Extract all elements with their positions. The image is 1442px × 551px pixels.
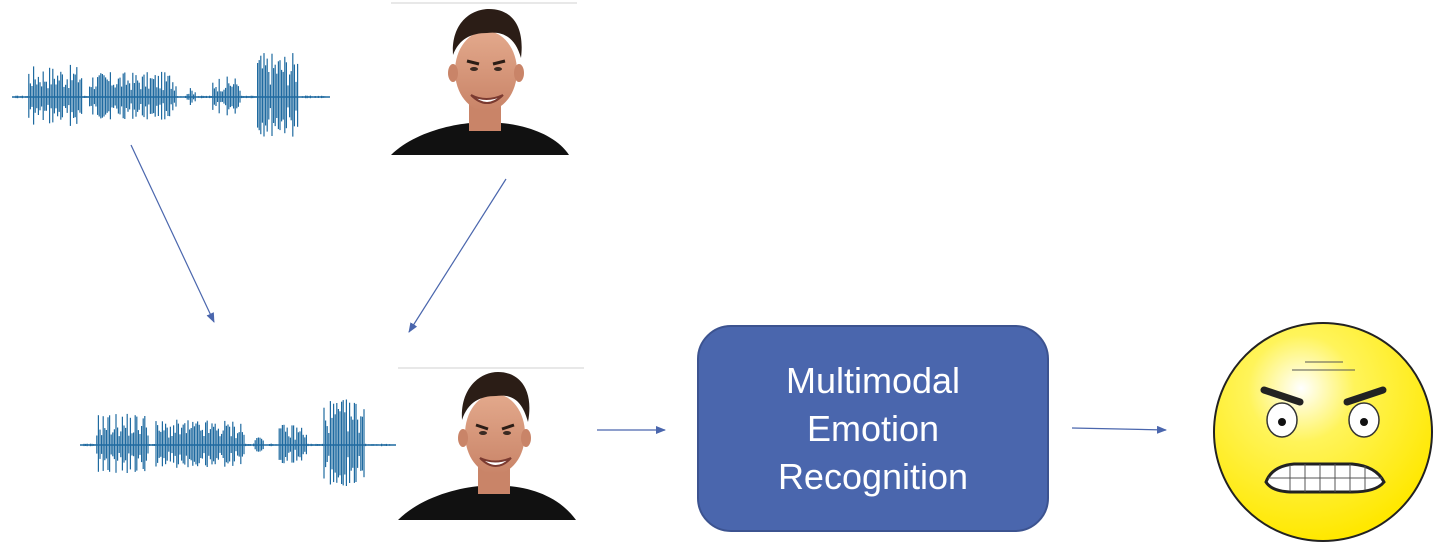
audio-waveform-bottom [80, 399, 396, 486]
multimodal-emotion-recognition-box: Multimodal Emotion Recognition [697, 325, 1049, 532]
model-label-line-3: Recognition [777, 455, 969, 497]
face-video-frame-top [391, 2, 577, 155]
angry-emoji-icon [1213, 322, 1433, 542]
face-video-frame-bottom [398, 367, 584, 520]
arrow-video-to-pair [408, 178, 507, 333]
model-label-line-2: Emotion [806, 407, 940, 449]
arrow-model-to-output [1071, 425, 1167, 434]
model-label-line-1: Multimodal [785, 359, 961, 401]
arrow-audio-to-pair [130, 144, 215, 323]
audio-waveform-top [12, 53, 330, 137]
